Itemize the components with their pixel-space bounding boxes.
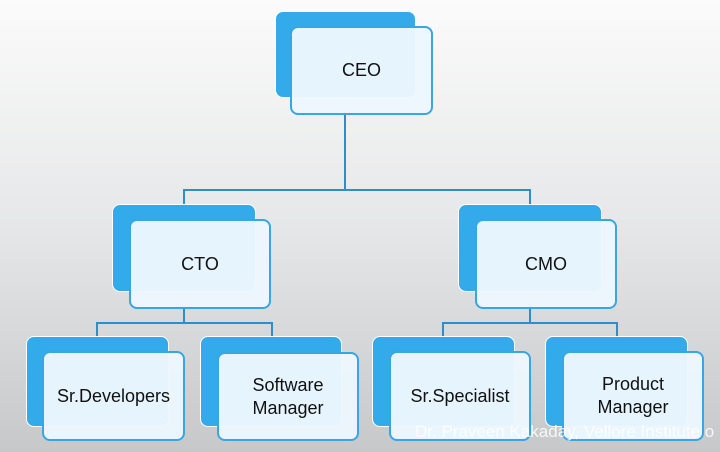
ceo-node: CEO <box>290 26 433 115</box>
connector <box>442 322 444 339</box>
product-manager-node: Product Manager <box>562 351 704 441</box>
connector <box>96 322 273 324</box>
footer-credit: Dr. Praveen Kakaday, Vellore Institute o <box>415 422 715 441</box>
cmo-label: CMO <box>525 253 567 274</box>
connector <box>183 189 185 207</box>
connector <box>529 306 531 324</box>
software-manager-label: Software Manager <box>252 374 324 418</box>
cto-node: CTO <box>129 219 271 309</box>
connector <box>344 112 346 191</box>
connector <box>96 322 98 339</box>
sr-specialist-node: Sr.Specialist <box>389 351 531 441</box>
cto-label: CTO <box>181 253 219 274</box>
sr-specialist-label: Sr.Specialist <box>410 385 510 406</box>
sr-developers-node: Sr.Developers <box>42 351 185 441</box>
connector <box>529 189 531 207</box>
product-manager-label: Product Manager <box>597 374 669 417</box>
cmo-node: CMO <box>475 219 617 309</box>
connector <box>616 322 618 339</box>
software-manager-node: Software Manager <box>217 352 359 441</box>
sr-developers-label: Sr.Developers <box>56 385 171 406</box>
ceo-label: CEO <box>341 60 381 80</box>
connector <box>442 322 618 324</box>
connector <box>183 306 185 324</box>
connector <box>183 189 531 191</box>
connector <box>271 322 273 339</box>
